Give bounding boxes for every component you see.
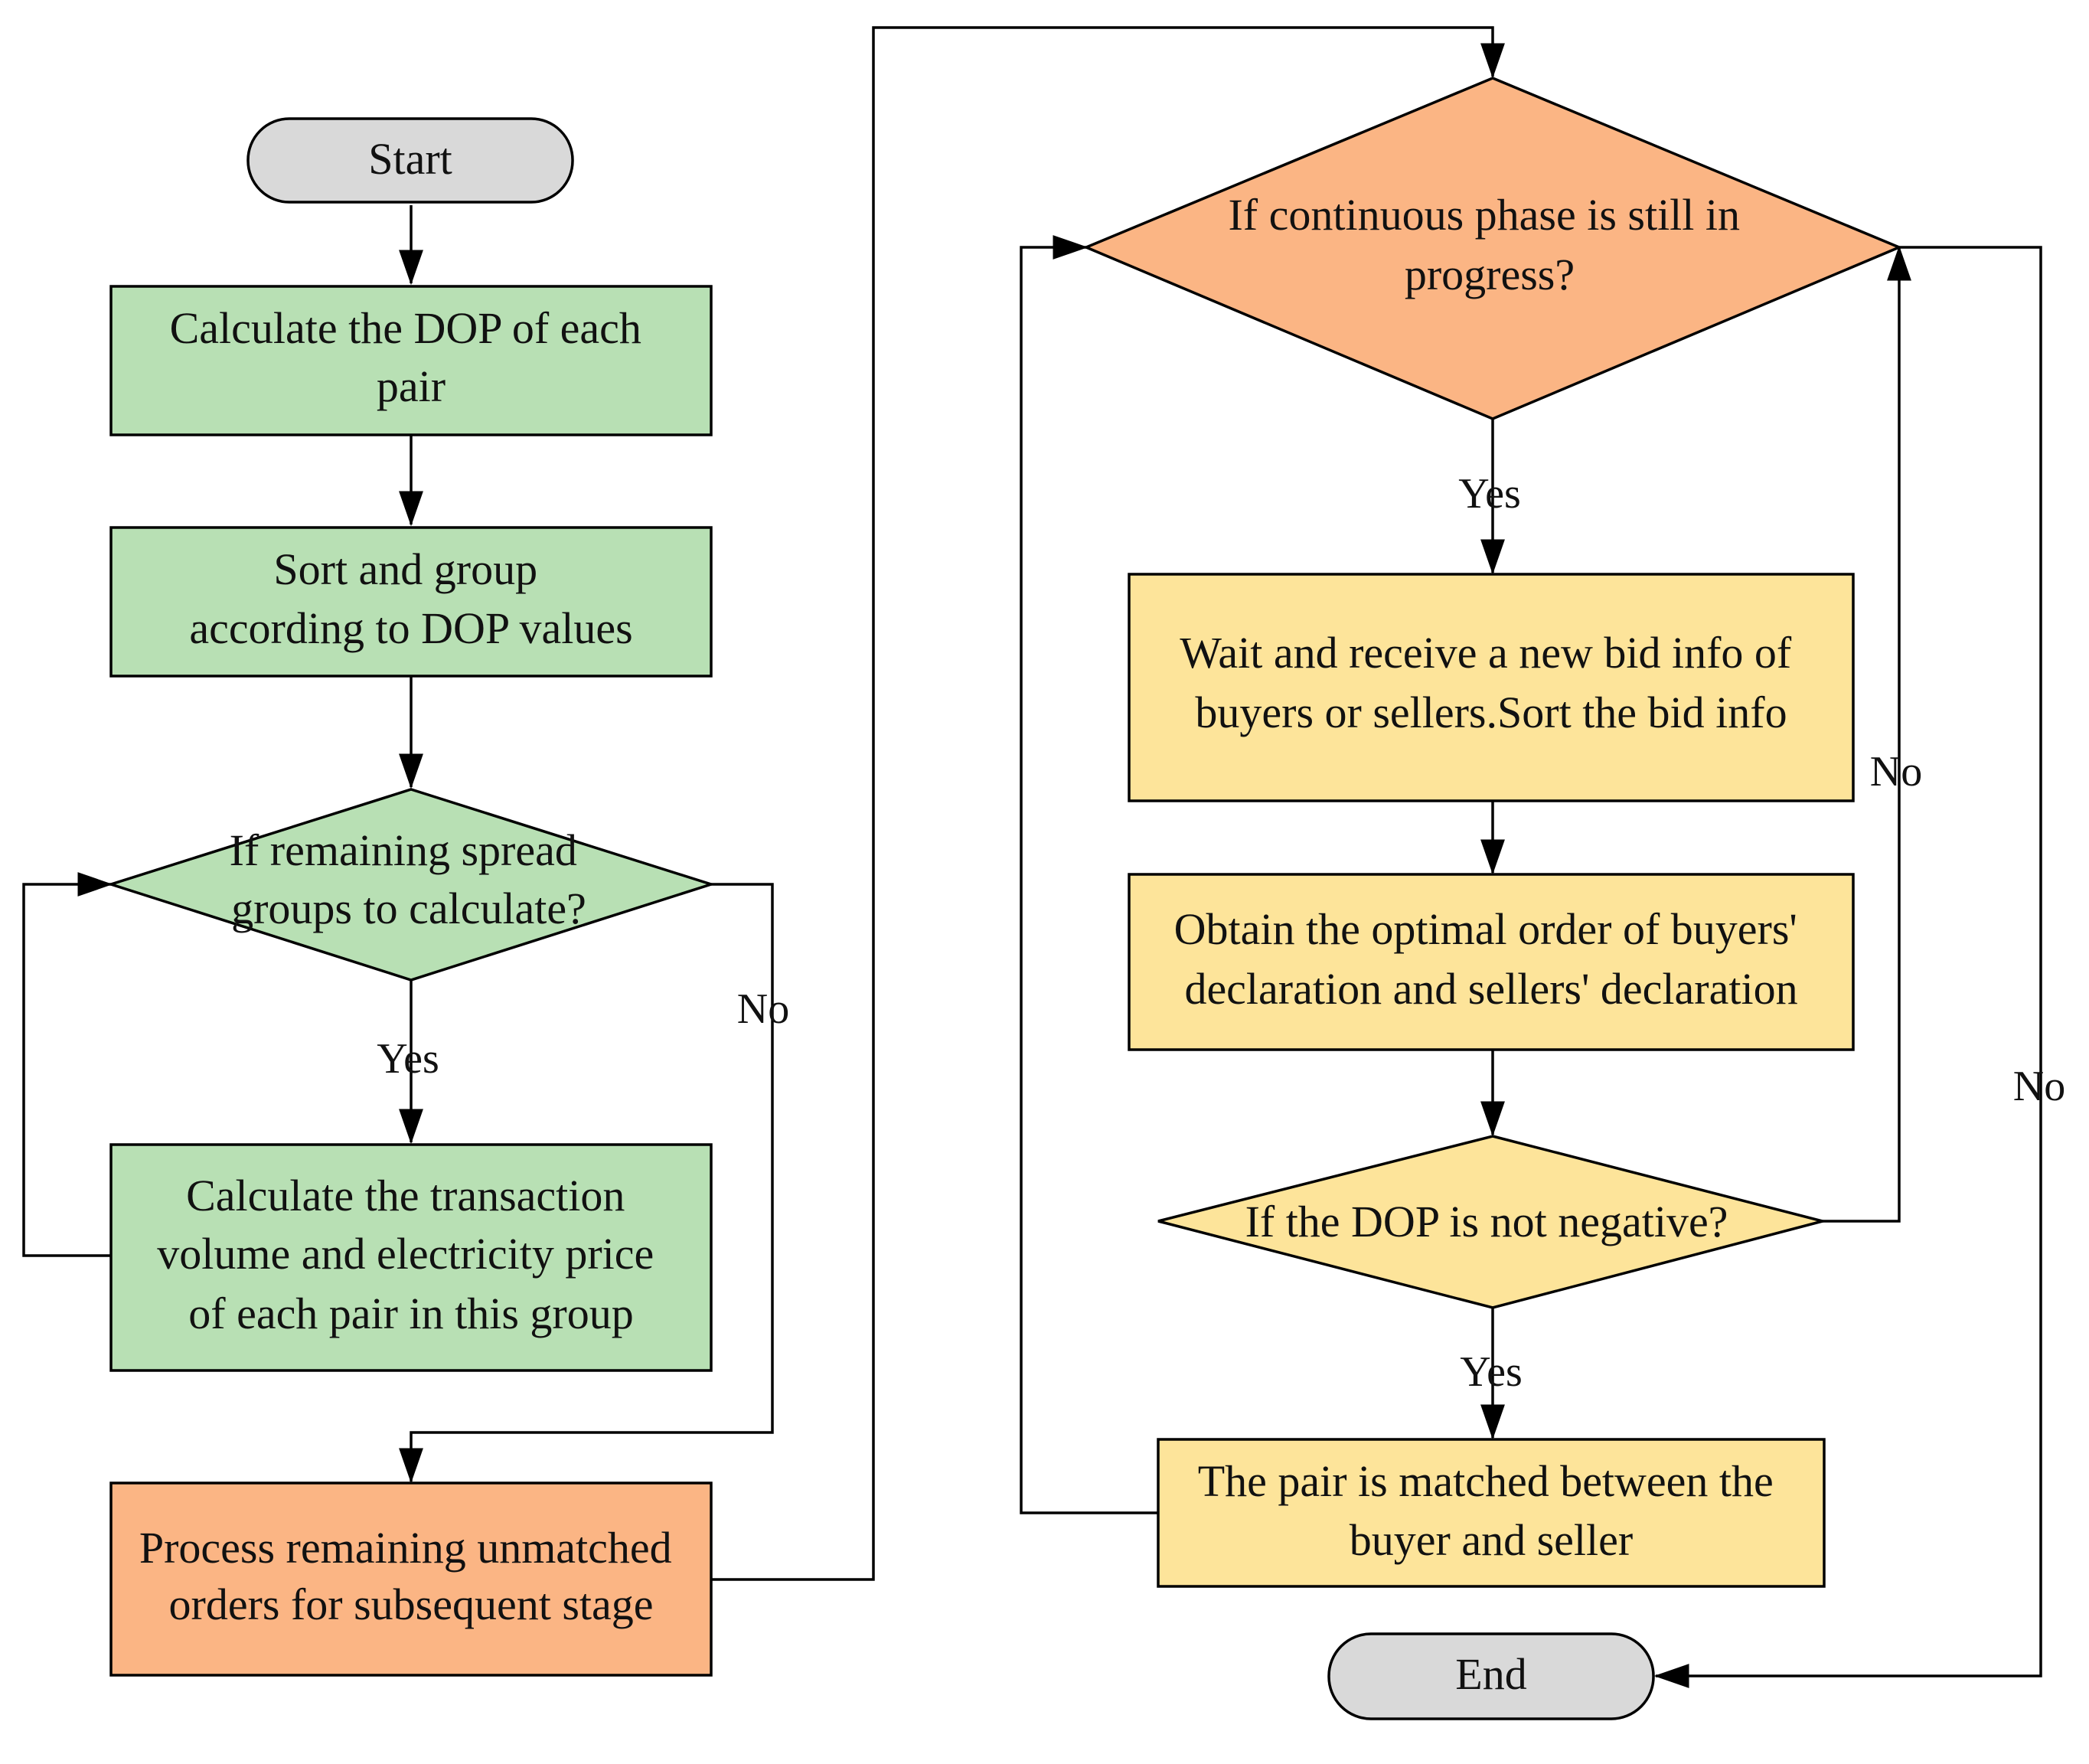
edge-calc-volume-loop (22, 872, 113, 1257)
dop-not-negative-shape (1157, 1135, 1828, 1309)
edge-labels: Yes No Yes Yes No No (377, 470, 2065, 1396)
pair-matched-node: The pair is matched between the buyer an… (1157, 1438, 1826, 1588)
edge-pair-matched-loop (1020, 235, 1158, 1514)
edge-label-remaining-groups-no: No (737, 985, 789, 1033)
start-shape (246, 117, 574, 204)
edge-label-dop-check-no: No (1870, 748, 1922, 795)
optimal-order-label: Obtain the optimal order of buyers' decl… (1174, 904, 1809, 1014)
edge-label-continuous-phase-yes: Yes (1458, 470, 1520, 518)
continuous-phase-decision: If continuous phase is still in progress… (1082, 77, 1903, 420)
end-label: End (1455, 1649, 1526, 1699)
calc-dop-shape (109, 285, 713, 436)
dop-not-negative-label: If the DOP is not negative? (1245, 1197, 1728, 1246)
calc-volume-label: Calculate the transaction volume and ele… (157, 1171, 665, 1338)
pair-matched-label: The pair is matched between the buyer an… (1198, 1456, 1785, 1565)
wait-bid-label: Wait and receive a new bid info of buyer… (1180, 628, 1802, 737)
pair-matched-shape (1157, 1438, 1826, 1588)
start-node: Start (246, 117, 574, 204)
start-label: Start (368, 134, 452, 184)
continuous-phase-shape (1082, 77, 1903, 420)
edge-continuous-phase-end-no (1653, 246, 2042, 1688)
wait-bid-node: Wait and receive a new bid info of buyer… (1128, 573, 1855, 802)
dop-not-negative-decision: If the DOP is not negative? (1157, 1135, 1828, 1309)
calc-dop-node: Calculate the DOP of each pair (109, 285, 713, 436)
edge-label-continuous-phase-no: No (2013, 1063, 2065, 1110)
process-unmatched-shape (109, 1481, 713, 1677)
process-unmatched-node: Process remaining unmatched orders for s… (109, 1481, 713, 1677)
calc-dop-label: Calculate the DOP of each pair (170, 303, 653, 411)
sort-group-shape (109, 526, 713, 678)
remaining-groups-decision: If remaining spread groups to calculate? (106, 788, 716, 982)
remaining-groups-label: If remaining spread groups to calculate? (230, 825, 589, 933)
optimal-order-node: Obtain the optimal order of buyers' decl… (1128, 873, 1855, 1051)
continuous-phase-label: If continuous phase is still in progress… (1228, 190, 1751, 299)
edge-label-dop-check-yes: Yes (1460, 1348, 1522, 1396)
sort-group-node: Sort and group according to DOP values (109, 526, 713, 678)
process-unmatched-label: Process remaining unmatched orders for s… (139, 1523, 683, 1629)
edge-dop-check-no (1823, 245, 1911, 1223)
end-node: End (1327, 1632, 1655, 1720)
calc-volume-shape (109, 1143, 713, 1372)
sort-group-label: Sort and group according to DOP values (189, 544, 632, 653)
edge-process-unmatched-continuous-phase (711, 26, 1505, 1581)
end-shape (1327, 1632, 1655, 1720)
edge-label-remaining-groups-yes: Yes (377, 1035, 439, 1083)
edge-remaining-groups-process-unmatched-no (399, 883, 774, 1484)
calc-volume-node: Calculate the transaction volume and ele… (109, 1143, 713, 1372)
connectors (22, 26, 2042, 1688)
remaining-groups-shape (106, 788, 716, 982)
optimal-order-shape (1128, 873, 1855, 1051)
wait-bid-shape (1128, 573, 1855, 802)
nodes: Start Calculate the DOP of each pair Sor… (106, 77, 1903, 1720)
